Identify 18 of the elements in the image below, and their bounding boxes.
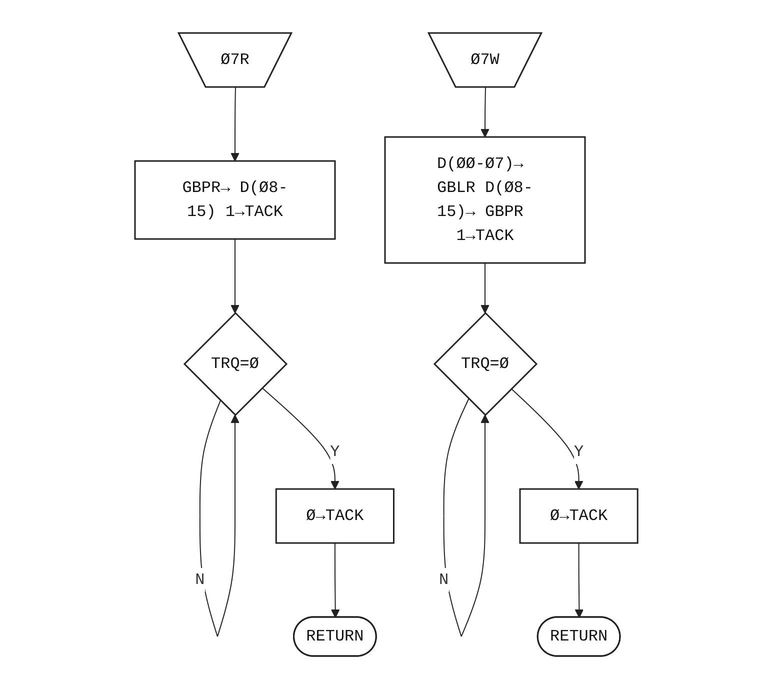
node-box: Ø→TACK — [518, 488, 638, 544]
arrow — [574, 543, 584, 618]
arrow — [330, 543, 340, 618]
arrow — [261, 388, 340, 490]
node-diamond: TRQ=Ø — [433, 312, 538, 417]
node-box: GBPR→ D(Ø8-15) 1→TACK — [134, 160, 336, 240]
arrow — [510, 388, 583, 490]
edge-label: Y — [330, 444, 340, 462]
node-diamond: TRQ=Ø — [183, 312, 288, 417]
arrow — [480, 87, 490, 138]
arrow — [230, 87, 240, 162]
node-box: Ø→TACK — [275, 488, 394, 544]
node-box: D(ØØ-Ø7)→ GBLR D(Ø8-15)→ GBPR 1→TACK — [384, 136, 586, 264]
arrow — [230, 238, 240, 314]
edge-label: Y — [574, 444, 584, 462]
edge-label: N — [194, 572, 204, 590]
arrow — [480, 262, 490, 314]
edge-label: N — [438, 572, 448, 590]
